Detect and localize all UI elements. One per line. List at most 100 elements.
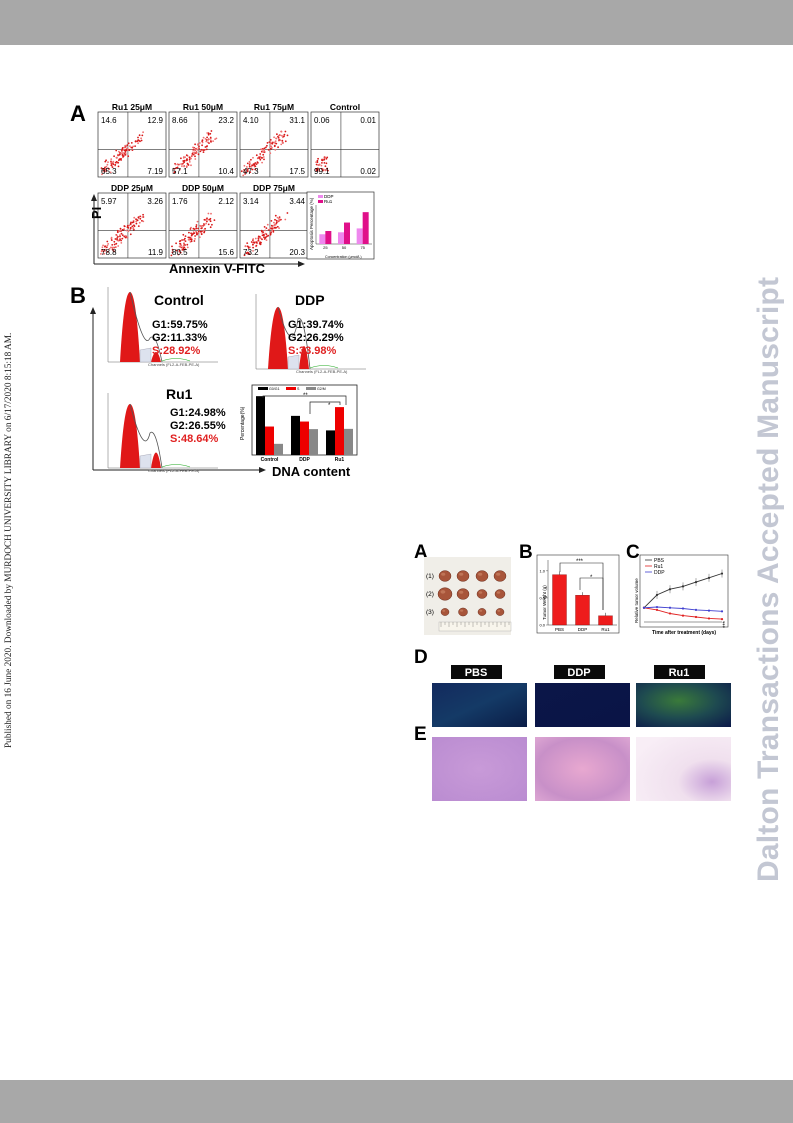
flow-dot — [194, 235, 197, 237]
flow-dot — [272, 231, 275, 233]
flow-dot — [184, 244, 187, 246]
cc-bar — [265, 426, 274, 455]
flow-dot — [118, 230, 121, 233]
flow-dot — [112, 250, 115, 253]
flow-dot — [259, 155, 262, 158]
flow-dot — [102, 170, 105, 173]
flow-dot — [275, 142, 278, 145]
flow-dot — [209, 220, 212, 223]
flow-dot — [142, 213, 145, 216]
fig1-b-yarrow-head — [90, 307, 96, 314]
flow-dot — [100, 250, 103, 253]
inset-xlabel: Concentration (μmol/L) — [325, 255, 362, 259]
weight-sig-bracket-2 — [579, 577, 604, 610]
flow-dot — [250, 165, 253, 168]
flow-dot — [192, 227, 195, 230]
flow-dot — [256, 157, 259, 159]
flow-quadrant-ur: 0.01 — [360, 116, 376, 125]
flow-dot — [204, 138, 207, 140]
flow-dot — [250, 241, 253, 243]
flow-dot — [269, 145, 272, 148]
flow-dot — [247, 246, 250, 249]
if-image-ddp — [535, 683, 630, 727]
weight-bar — [552, 574, 567, 626]
flow-dot — [110, 162, 112, 164]
flow-dot — [115, 234, 118, 237]
flow-dot — [116, 229, 119, 232]
flow-dot — [121, 234, 124, 237]
flow-dot — [276, 225, 279, 228]
flow-dot — [101, 249, 104, 251]
cell-cycle-histograms: Channels (FL2-A-FEB-PE-A)ControlG1:59.75… — [107, 287, 366, 473]
tumor-highlight — [497, 609, 501, 612]
flow-dot — [103, 252, 106, 255]
flow-dot — [261, 149, 264, 151]
fig1-panel-b-letter: B — [70, 283, 86, 308]
volume-point — [720, 618, 724, 621]
cc-legend-g0g1: G0/G1 — [269, 387, 280, 391]
cc-hist-axis-label: Channels (FL2-A-FEB-PE-A) — [148, 468, 200, 473]
cc-legend-swatch-g0g1 — [258, 387, 268, 390]
flow-dot — [266, 142, 269, 144]
flow-dot — [262, 231, 265, 234]
flow-dot — [121, 150, 123, 152]
flow-dot — [274, 218, 276, 221]
inset-bar — [338, 232, 344, 244]
flow-dot — [276, 133, 278, 136]
flow-dot — [117, 239, 120, 242]
flow-dot — [171, 248, 174, 251]
flow-dot — [175, 242, 178, 245]
flow-dot — [123, 154, 126, 157]
flow-dot — [318, 170, 321, 172]
cc-g1-peak — [120, 292, 140, 362]
flow-dot — [190, 226, 192, 229]
flow-quadrant-ll: 78.8 — [101, 248, 117, 257]
tumor-highlight — [479, 609, 483, 612]
flow-dot — [188, 231, 190, 234]
flow-dot — [194, 158, 197, 160]
flow-dot — [142, 220, 145, 223]
flow-dot — [193, 152, 196, 155]
flow-dot — [130, 146, 133, 149]
flow-dot — [243, 164, 246, 167]
flow-dot — [129, 233, 132, 236]
flow-dot — [259, 243, 262, 246]
flow-dot — [140, 137, 143, 140]
flow-dot — [257, 237, 260, 240]
tumor-highlight — [441, 572, 446, 576]
cc-s-area — [287, 354, 300, 370]
flow-quadrant-lr: 10.4 — [218, 167, 234, 176]
flow-dot — [189, 228, 192, 230]
cc-g1-label: G1:39.74% — [288, 319, 344, 331]
volume-point — [694, 608, 698, 611]
fig1-panel-a-letter: A — [70, 101, 86, 126]
inset-tick-label: 75 — [360, 245, 365, 250]
flow-dot — [267, 148, 270, 151]
flow-dot — [135, 218, 137, 221]
flow-dot — [117, 235, 119, 238]
vol-legend-ru1: Ru1 — [654, 564, 663, 570]
flow-dot — [120, 242, 123, 244]
flow-dot — [192, 148, 195, 151]
flow-dot — [201, 144, 204, 147]
flow-dot — [325, 162, 328, 165]
flow-dot — [321, 159, 324, 162]
flow-dot — [115, 149, 118, 152]
flow-dot — [102, 244, 104, 247]
flow-dot — [105, 246, 108, 249]
flow-dot — [172, 167, 175, 170]
flow-dot — [137, 225, 140, 228]
flow-dot — [121, 237, 124, 240]
flow-dot — [259, 237, 262, 240]
flow-dot — [273, 136, 275, 139]
flow-dot — [178, 240, 181, 243]
flow-dot — [182, 157, 185, 159]
cc-bar — [256, 396, 265, 455]
flow-dot — [281, 141, 284, 144]
flow-dot — [126, 224, 129, 227]
flow-dot — [121, 229, 124, 231]
tumor-sample — [477, 608, 487, 616]
flow-dot — [123, 149, 126, 152]
flow-dot — [184, 237, 186, 240]
